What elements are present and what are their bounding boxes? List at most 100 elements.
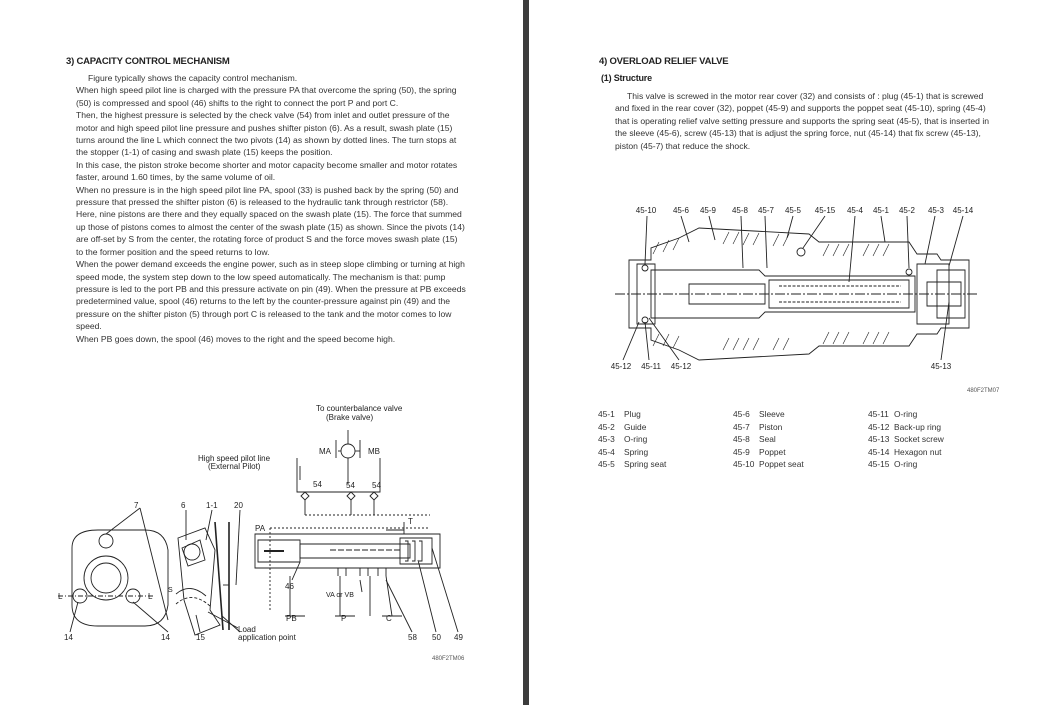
fig-ma: MA — [319, 447, 332, 456]
paragraph: Figure typically shows the capacity cont… — [88, 73, 298, 83]
fig-l-left: L — [58, 592, 63, 601]
paragraph: When no pressure is in the high speed pi… — [76, 184, 459, 208]
callout-45-12-a: 45-12 — [611, 362, 632, 371]
swash-plate — [177, 527, 221, 636]
paragraph: In this case, the piston stroke become s… — [76, 159, 458, 183]
valve-body-outline — [628, 227, 970, 361]
part-number: 45-14 — [868, 446, 890, 457]
pivot-hole-top — [98, 533, 114, 549]
fig-s: S — [168, 587, 173, 594]
paragraph: When PB goes down, the spool (46) moves … — [76, 333, 396, 344]
section-heading-overload-relief: 4) OVERLOAD RELIEF VALVE — [599, 56, 729, 67]
part-name: Socket screw — [894, 434, 944, 444]
plug-45-1 — [916, 263, 950, 325]
part-number: 45-10 — [733, 459, 755, 469]
spring-45-4 — [779, 285, 901, 303]
fig-14-b: 14 — [161, 633, 170, 642]
part-name: Poppet — [759, 446, 786, 457]
check-valve-54-c — [369, 491, 379, 501]
fig-pb: PB — [286, 614, 297, 623]
spring-chamber — [768, 279, 910, 309]
figure-code-left: 480F2TM06 — [432, 656, 465, 662]
subheading-structure: (1) Structure — [601, 73, 652, 83]
paragraph: When high speed pilot line is charged wi… — [76, 85, 457, 108]
fig-top-label-1: To counterbalance valve — [316, 404, 403, 413]
part-number: 45-4 — [598, 446, 615, 457]
fig-t: T — [408, 517, 413, 526]
part-number: 45-7 — [733, 421, 750, 432]
paragraph: When the power demand exceeds the engine… — [76, 259, 466, 332]
part-number: 45-13 — [868, 434, 890, 444]
fig-pa: PA — [255, 524, 266, 533]
part-number: 45-6 — [733, 409, 750, 419]
fig-mb: MB — [368, 447, 380, 456]
part-number: 45-2 — [598, 421, 615, 432]
spool-46 — [299, 543, 411, 559]
fig-7: 7 — [134, 501, 139, 510]
fig-46: 46 — [285, 582, 294, 591]
part-name: Spring — [624, 446, 649, 457]
fig-va-vb: VA or VB — [326, 592, 354, 599]
fig-pilot-label-1: High speed pilot line — [198, 454, 271, 463]
o-ring-45-3 — [905, 268, 913, 276]
part-name: O-ring — [624, 434, 648, 444]
fig-49: 49 — [454, 633, 463, 642]
callout-45-8: 45-8 — [732, 206, 749, 215]
fig-1-1: 1-1 — [206, 501, 218, 510]
callout-45-9: 45-9 — [700, 206, 717, 215]
fig-54-c: 54 — [372, 481, 381, 490]
part-number: 45-3 — [598, 434, 615, 444]
callout-45-15: 45-15 — [815, 206, 836, 215]
part-name: O-ring — [894, 409, 918, 419]
o-ring-45-15 — [796, 247, 806, 257]
poppet-45-9 — [688, 283, 766, 305]
left-page: 3) CAPACITY CONTROL MECHANISM Figure typ… — [0, 0, 523, 705]
spool-housing — [254, 533, 441, 569]
callout-45-2: 45-2 — [899, 206, 916, 215]
paragraph: Here, nine pistons are there and they eq… — [76, 209, 465, 257]
fig-l-right: L — [148, 592, 153, 601]
section-heading-capacity-control: 3) CAPACITY CONTROL MECHANISM — [66, 56, 230, 67]
fig-54-b: 54 — [346, 481, 355, 490]
fig-20: 20 — [234, 501, 243, 510]
fig-15: 15 — [196, 633, 205, 642]
fig-58: 58 — [408, 633, 417, 642]
fig-c: C — [386, 614, 392, 623]
check-valve-54-a — [300, 491, 310, 501]
callout-45-12-b: 45-12 — [671, 362, 692, 371]
fig-top-label-2: (Brake valve) — [326, 413, 373, 422]
part-name: Sleeve — [759, 409, 785, 419]
pilot-line-top — [296, 458, 381, 493]
overload-relief-body-text: This valve is screwed in the motor rear … — [615, 91, 990, 151]
part-number: 45-1 — [598, 409, 615, 419]
right-page: 4) OVERLOAD RELIEF VALVE (1) Structure T… — [529, 0, 1055, 705]
callout-45-11: 45-11 — [641, 362, 661, 371]
socket-screw-45-13 — [926, 281, 962, 307]
callout-45-1: 45-1 — [873, 206, 890, 215]
callout-45-3: 45-3 — [928, 206, 945, 215]
callout-45-7: 45-7 — [758, 206, 775, 215]
poppet-seat-45-10 — [636, 263, 656, 325]
fig-load-2: application point — [238, 633, 297, 642]
part-name: Poppet seat — [759, 459, 804, 469]
motor-symbol — [340, 443, 356, 459]
part-name: Plug — [624, 409, 641, 419]
o-ring-45-11-a — [641, 264, 649, 272]
callout-45-14: 45-14 — [953, 206, 974, 215]
capacity-control-body-text: Figure typically shows the capacity cont… — [76, 72, 466, 345]
callout-45-13: 45-13 — [931, 362, 952, 371]
figure-code-right: 480F2TM07 — [967, 388, 1000, 394]
fig-6: 6 — [181, 501, 186, 510]
fig-pilot-label-2: (External Pilot) — [208, 462, 261, 471]
callout-45-10: 45-10 — [636, 206, 657, 215]
shifter-piston — [183, 543, 201, 561]
fig-p: P — [341, 614, 346, 623]
callout-45-6: 45-6 — [673, 206, 690, 215]
capacity-control-figure: To counterbalance valve (Brake valve) Hi… — [58, 404, 463, 642]
